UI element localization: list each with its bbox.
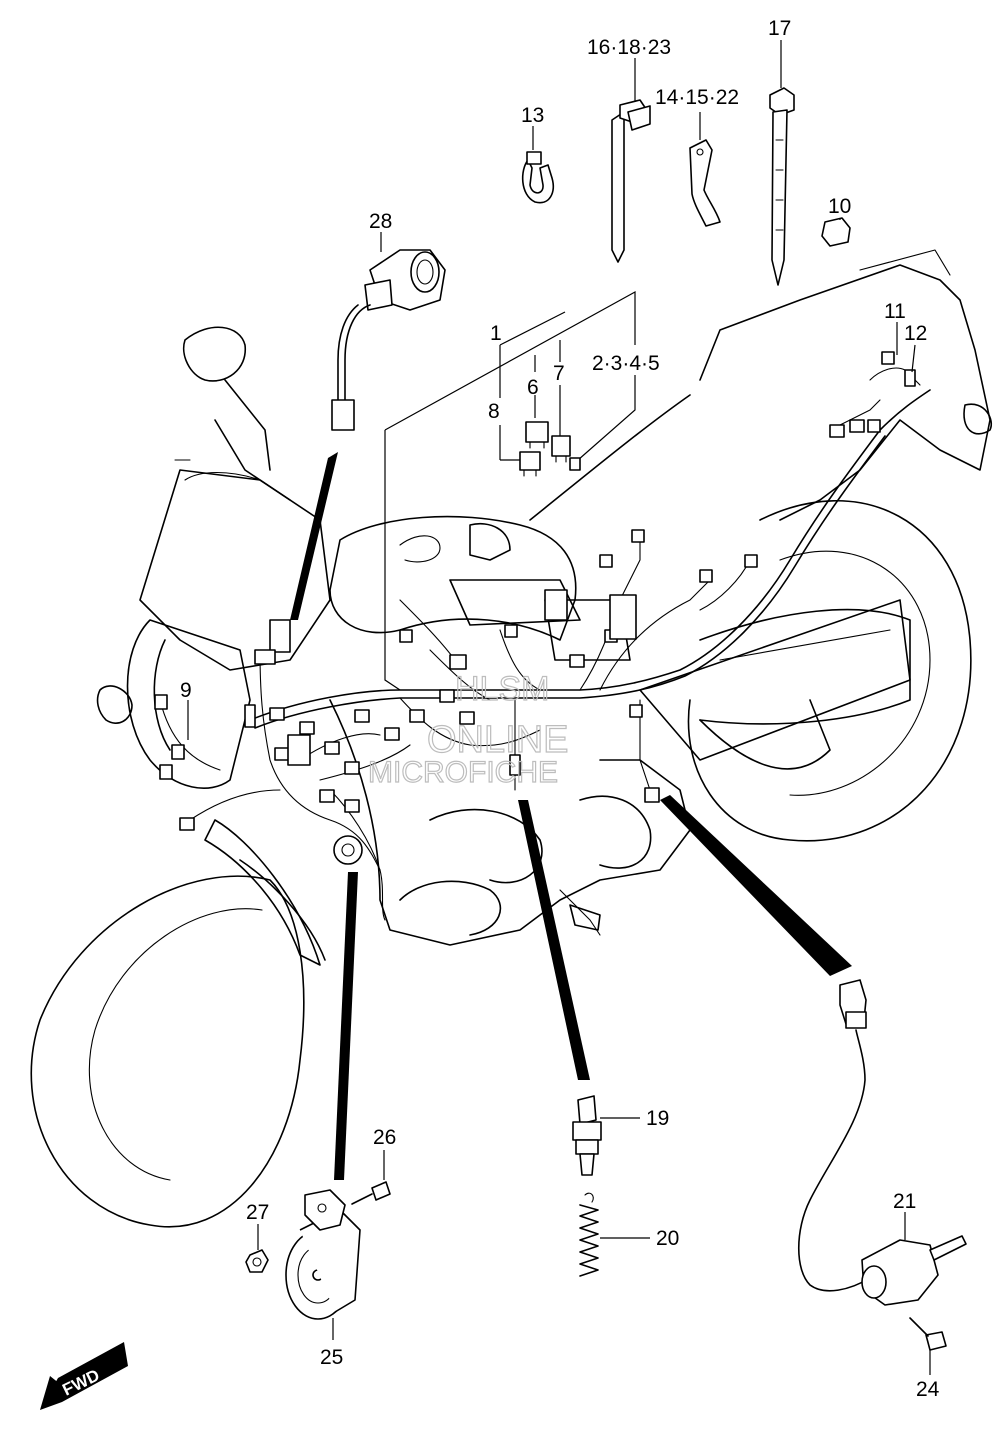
callout-28: 28	[369, 210, 392, 233]
callout-14-15-22: 14·15·22	[655, 86, 739, 109]
main-wiring-harness	[154, 351, 931, 921]
leader-lines-misc	[187, 322, 916, 740]
pointer-21	[660, 795, 852, 976]
neutral-switch-19	[572, 1095, 640, 1176]
callout-19: 19	[646, 1107, 669, 1130]
bolt-24	[909, 1317, 947, 1375]
harness-clamp-14-15-22	[689, 112, 721, 227]
callout-25: 25	[320, 1346, 343, 1369]
fwd-direction-badge: FWD	[40, 1342, 128, 1410]
horn-25	[285, 1189, 361, 1340]
callout-labels: 1 2·3·4·5 6 7 8 9 10 11 12 13 14·15·22 1…	[180, 17, 940, 1401]
callout-9: 9	[180, 679, 192, 702]
bolt-26	[351, 1150, 391, 1205]
relay-6	[525, 421, 549, 449]
cable-tie-17	[769, 40, 795, 286]
clamp-13	[521, 126, 554, 204]
callout-17: 17	[768, 17, 791, 40]
callout-16-18-23: 16·18·23	[587, 36, 671, 59]
cable-tie-16-18-23	[611, 58, 651, 263]
relay-7	[551, 435, 571, 463]
relay-8	[519, 451, 541, 477]
callout-12: 12	[904, 322, 927, 345]
callout-26: 26	[373, 1126, 396, 1149]
watermark-line-1: HLSM	[455, 670, 549, 708]
spring-20	[579, 1192, 650, 1277]
callout-24: 24	[916, 1378, 940, 1401]
callout-6: 6	[527, 376, 539, 399]
pointer-28	[290, 452, 338, 620]
callout-20: 20	[656, 1227, 679, 1250]
fuse-2345	[569, 457, 581, 471]
nut-27	[245, 1224, 269, 1273]
accessory-socket-28	[290, 232, 446, 620]
watermark-line-3: MICROFICHE	[368, 756, 558, 789]
pointer-19	[518, 800, 590, 1080]
callout-11: 11	[884, 300, 906, 323]
callout-27: 27	[246, 1201, 269, 1224]
callout-21: 21	[893, 1190, 916, 1213]
watermark-line-2: ONLINE	[427, 719, 568, 761]
callout-13: 13	[521, 104, 544, 127]
callout-1: 1	[490, 322, 502, 345]
relay-fuse-leader-lines	[384, 290, 636, 691]
side-stand-switch-21	[797, 979, 967, 1306]
callout-10: 10	[828, 195, 851, 218]
pointer-25	[334, 872, 358, 1180]
connector-cover-10	[821, 217, 851, 247]
callout-7: 7	[553, 362, 565, 385]
callout-2-3-4-5: 2·3·4·5	[592, 352, 660, 375]
watermark: HLSM ONLINE MICROFICHE	[367, 669, 569, 789]
callout-8: 8	[488, 400, 500, 423]
